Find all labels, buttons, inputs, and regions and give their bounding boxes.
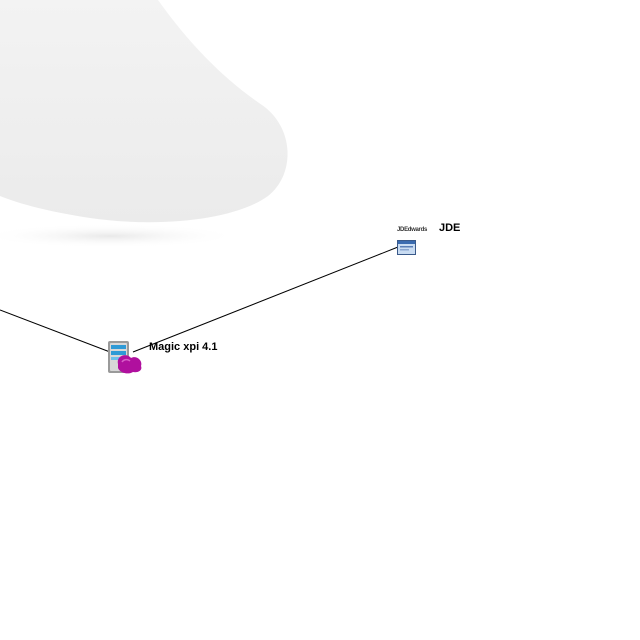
connector-left-to-magic-xpi[interactable] <box>0 309 111 353</box>
server-with-magenta-cloud-icon <box>108 341 142 374</box>
magic-xpi-node[interactable] <box>106 338 144 376</box>
decorative-blob <box>0 0 288 223</box>
magic-xpi-label: Magic xpi 4.1 <box>149 341 218 353</box>
connector-magic-xpi-to-jde[interactable] <box>132 246 399 353</box>
jdedwards-logo: JDEdwards <box>397 227 427 233</box>
decorative-shadow <box>0 224 240 248</box>
jdedwards-window-icon <box>397 240 416 255</box>
jde-label: JDE <box>439 222 461 234</box>
jde-node[interactable] <box>397 240 416 255</box>
